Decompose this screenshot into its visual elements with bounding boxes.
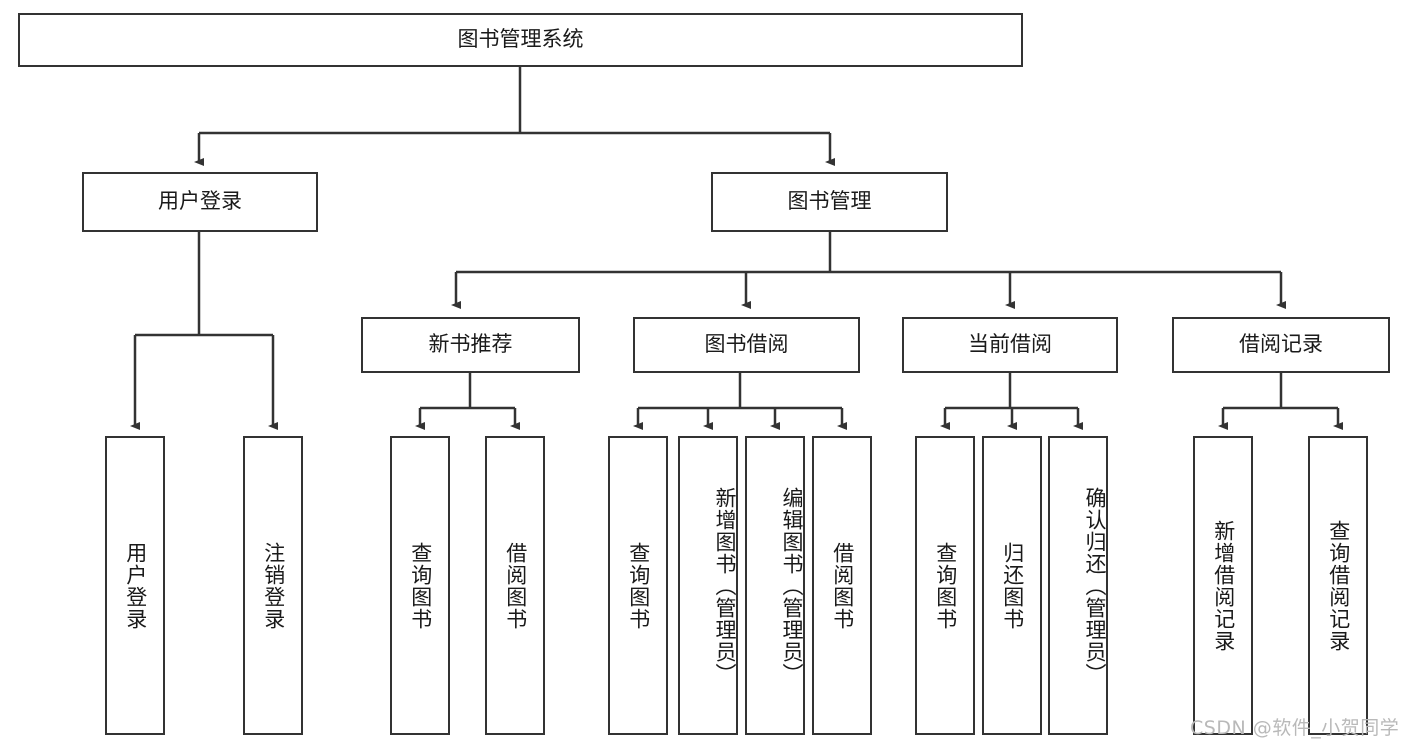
leaf-record-query-borrow-record[interactable]: 查询借阅记录 bbox=[1308, 436, 1368, 735]
node-label: 借阅图书 bbox=[830, 541, 855, 630]
node-label: 新书推荐 bbox=[428, 332, 513, 357]
node-label: 注销登录 bbox=[261, 541, 286, 630]
leaf-current-query-book[interactable]: 查询图书 bbox=[915, 436, 975, 735]
node-label: 借阅图书 bbox=[503, 541, 528, 630]
node-current-borrow[interactable]: 当前借阅 bbox=[902, 317, 1118, 373]
node-label: 新增图书（管理员） bbox=[713, 486, 737, 685]
node-label: 用户登录 bbox=[123, 541, 148, 630]
leaf-user-login-do[interactable]: 用户登录 bbox=[105, 436, 165, 735]
node-book-management[interactable]: 图书管理 bbox=[711, 172, 948, 232]
node-root-system[interactable]: 图书管理系统 bbox=[18, 13, 1023, 67]
node-label: 图书管理 bbox=[787, 189, 872, 214]
leaf-recommend-query-book[interactable]: 查询图书 bbox=[390, 436, 450, 735]
node-label: 查询借阅记录 bbox=[1326, 519, 1351, 652]
leaf-user-logout[interactable]: 注销登录 bbox=[243, 436, 303, 735]
node-label: 用户登录 bbox=[158, 189, 242, 214]
node-user-login[interactable]: 用户登录 bbox=[82, 172, 318, 232]
node-borrow-record[interactable]: 借阅记录 bbox=[1172, 317, 1390, 373]
node-label: 图书管理系统 bbox=[457, 27, 584, 52]
leaf-borrow-add-book-admin[interactable]: 新增图书（管理员） bbox=[678, 436, 738, 735]
node-label: 确认归还（管理员） bbox=[1083, 486, 1107, 685]
leaf-borrow-borrow-book[interactable]: 借阅图书 bbox=[812, 436, 872, 735]
node-new-book-recommend[interactable]: 新书推荐 bbox=[361, 317, 580, 373]
node-label: 编辑图书（管理员） bbox=[780, 486, 804, 685]
node-label: 查询图书 bbox=[933, 541, 958, 630]
node-book-borrow[interactable]: 图书借阅 bbox=[633, 317, 860, 373]
node-label: 查询图书 bbox=[626, 541, 651, 630]
node-label: 借阅记录 bbox=[1239, 332, 1323, 357]
leaf-current-confirm-return-admin[interactable]: 确认归还（管理员） bbox=[1048, 436, 1108, 735]
leaf-borrow-query-book[interactable]: 查询图书 bbox=[608, 436, 668, 735]
node-label: 图书借阅 bbox=[704, 332, 789, 357]
node-label: 当前借阅 bbox=[968, 332, 1052, 357]
leaf-borrow-edit-book-admin[interactable]: 编辑图书（管理员） bbox=[745, 436, 805, 735]
node-label: 新增借阅记录 bbox=[1211, 519, 1236, 652]
watermark-text: CSDN @软件_小贺同学 bbox=[1190, 717, 1400, 739]
leaf-record-add-borrow-record[interactable]: 新增借阅记录 bbox=[1193, 436, 1253, 735]
node-label: 归还图书 bbox=[1000, 541, 1025, 630]
leaf-recommend-borrow-book[interactable]: 借阅图书 bbox=[485, 436, 545, 735]
node-label: 查询图书 bbox=[408, 541, 433, 630]
leaf-current-return-book[interactable]: 归还图书 bbox=[982, 436, 1042, 735]
